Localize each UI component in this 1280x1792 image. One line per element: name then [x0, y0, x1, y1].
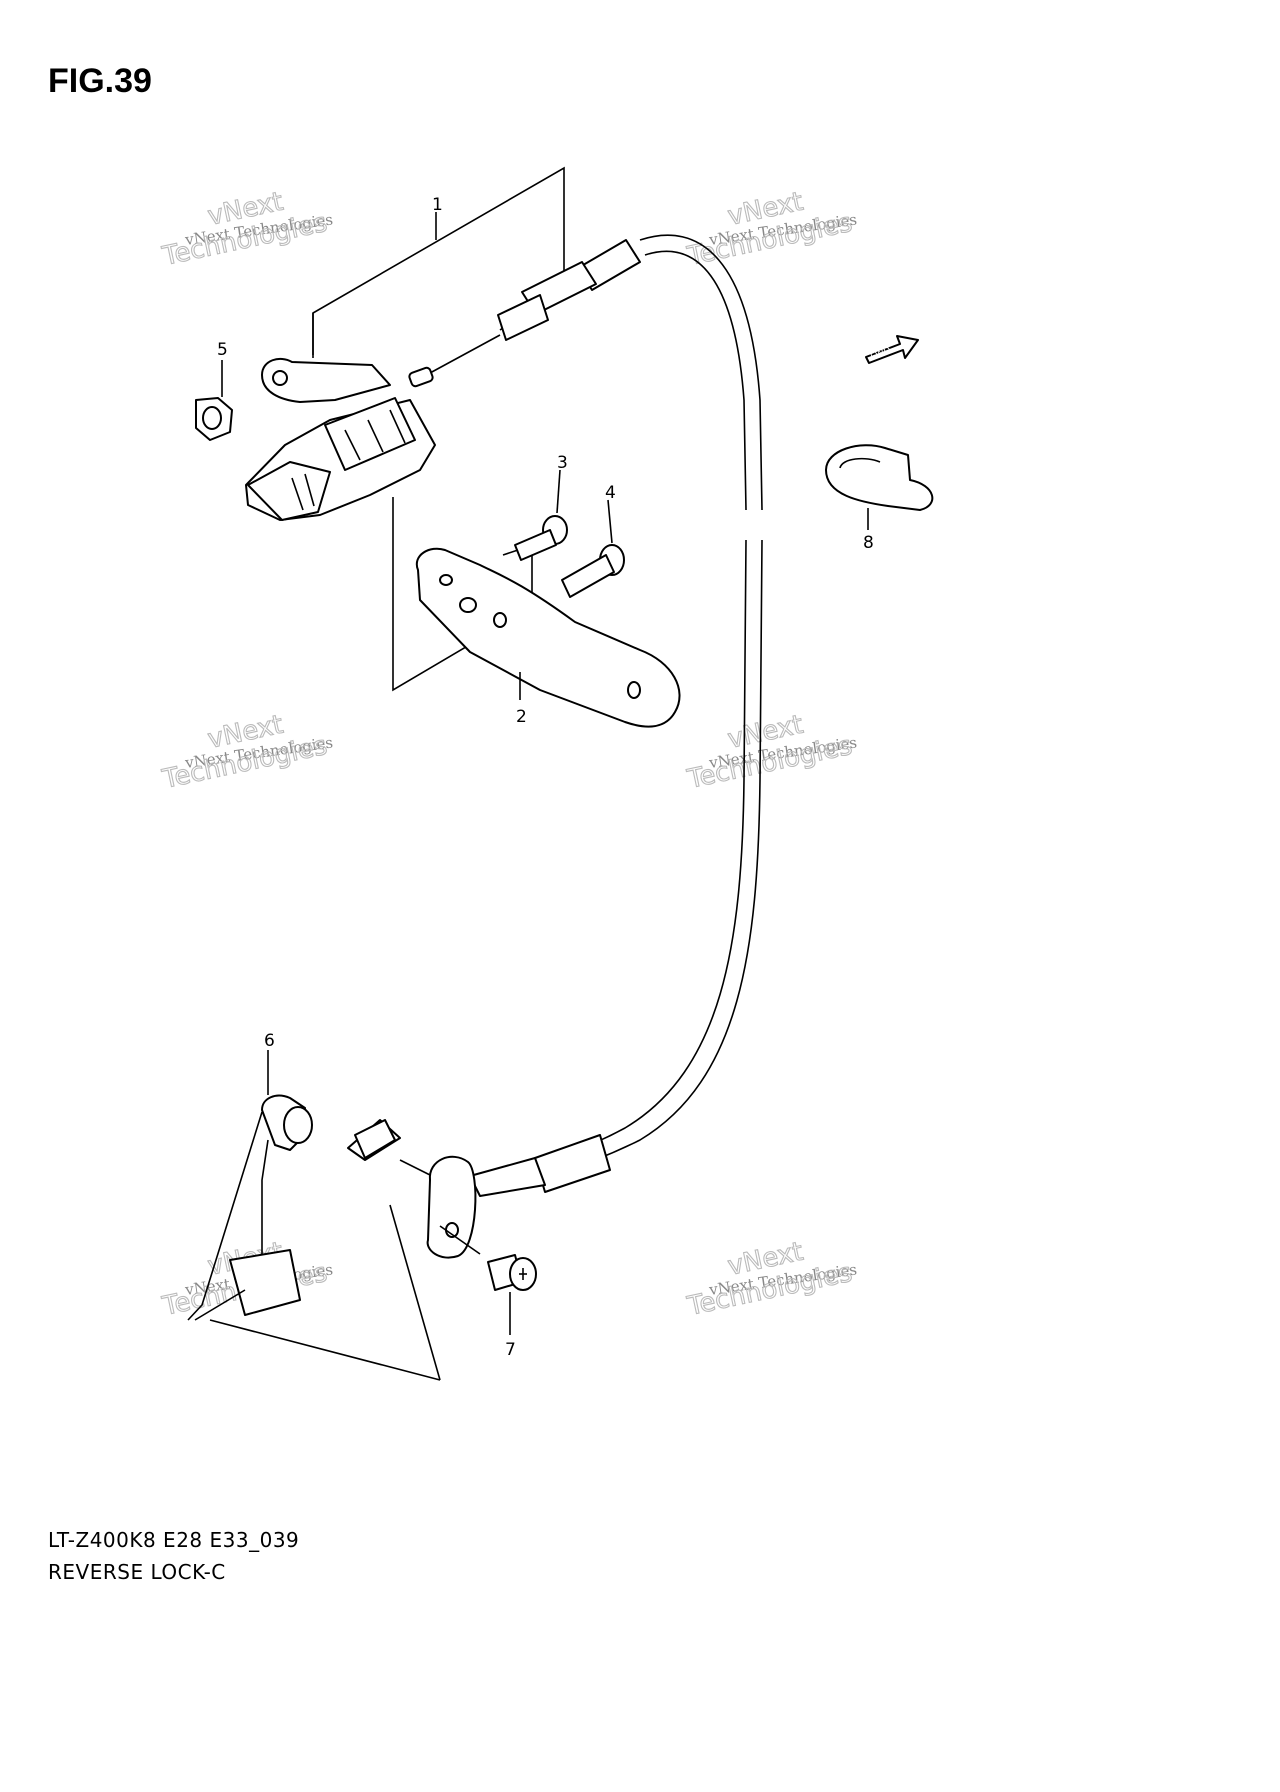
callout-8: 8: [863, 533, 874, 553]
bracket-plate: [415, 547, 681, 728]
screw-4: [561, 544, 625, 598]
callout-5: 5: [217, 340, 228, 360]
callout-7: 7: [505, 1340, 516, 1360]
lever-housing: [245, 357, 436, 521]
leader-lines: [221, 212, 869, 1335]
fwd-arrow: FWD: [865, 335, 919, 364]
figure-name: REVERSE LOCK-C: [48, 1560, 226, 1584]
cable-end-link: [354, 1119, 481, 1259]
bolt-7: [487, 1254, 537, 1291]
watermark-4: vNext Technologies vNext Technologies: [684, 709, 858, 795]
lever-arm: [187, 1094, 441, 1381]
screw-3: [502, 515, 568, 561]
watermark-6: vNext Technologies vNext Technologies: [684, 1236, 858, 1322]
figure-title: FIG.39: [48, 62, 152, 100]
model-code: LT-Z400K8 E28 E33_039: [48, 1528, 300, 1552]
fwd-label: FWD: [869, 346, 892, 363]
callout-3: 3: [557, 453, 568, 473]
callout-2: 2: [516, 707, 527, 727]
watermark-1: vNext Technologies vNext Technologies: [159, 186, 334, 272]
callout-6: 6: [264, 1031, 275, 1051]
callout-4: 4: [605, 483, 616, 503]
cable-clamp: [825, 444, 934, 511]
nut: [195, 397, 233, 441]
assembly-bracket-1: [312, 166, 565, 692]
watermark-3: vNext Technologies vNext Technologies: [159, 709, 334, 795]
cable-upper: [408, 234, 763, 511]
callout-1: 1: [432, 195, 443, 215]
watermark-2: vNext Technologies vNext Technologies: [684, 186, 858, 272]
